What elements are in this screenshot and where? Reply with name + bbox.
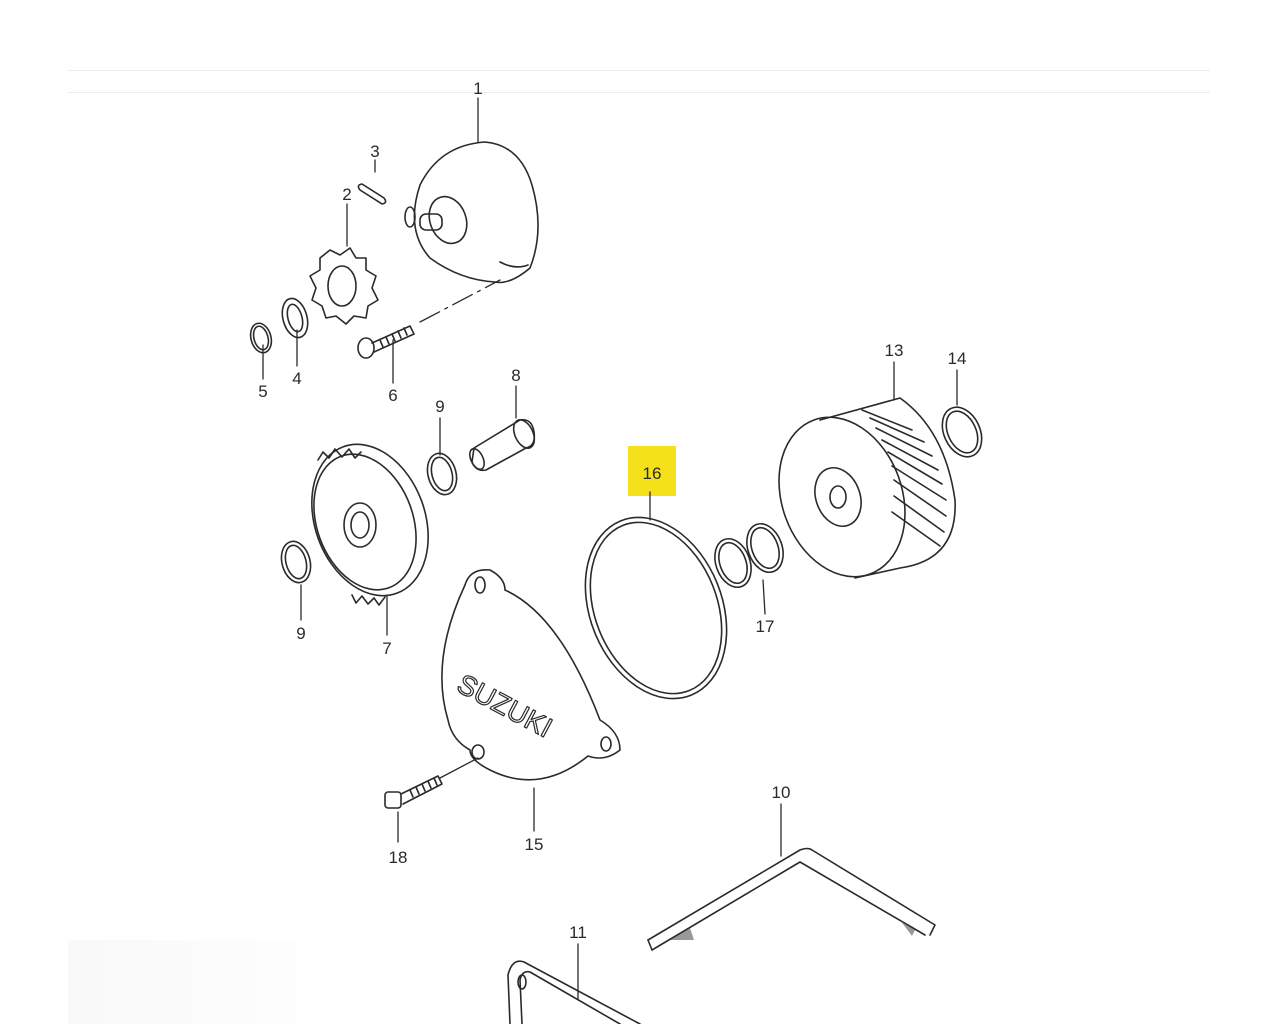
part-5-circlip [249, 322, 273, 354]
part-11-bracket [507, 960, 641, 1024]
part-10-strainer [647, 847, 936, 951]
part-7-driven-gear [311, 443, 429, 606]
part-15-cover: SUZUKI [441, 568, 621, 781]
callout-6: 6 [388, 386, 398, 405]
second-divider [68, 92, 1210, 93]
callout-8: 8 [511, 366, 521, 385]
leader-lines [262, 97, 958, 1001]
part-4-washer [281, 297, 309, 339]
callout-13: 13 [884, 341, 904, 360]
part-13-oil-filter [778, 397, 956, 579]
callout-1: 1 [473, 79, 483, 98]
callout-17: 17 [755, 617, 775, 636]
callout-5: 5 [258, 382, 268, 401]
top-divider [68, 70, 1210, 71]
part-9-ring-a [426, 452, 458, 496]
part-18-bolt [384, 775, 443, 809]
part-16-o-ring [584, 516, 728, 700]
callout-15: 15 [524, 835, 544, 854]
callout-18: 18 [388, 848, 408, 867]
part-6-screw [357, 325, 415, 359]
callout-11: 11 [569, 923, 587, 942]
callout-9a: 9 [435, 397, 445, 416]
part-9-ring-b [280, 540, 312, 584]
bottom-left-shade [68, 940, 368, 1024]
callout-7: 7 [382, 639, 392, 658]
callout-16: 16 [642, 464, 662, 483]
part-14-ring [941, 406, 983, 458]
part-2-gear [309, 247, 379, 325]
part-1-pump-body [404, 141, 539, 284]
callout-10: 10 [771, 783, 791, 802]
part-17-rings [714, 522, 784, 589]
svg-text:SUZUKI: SUZUKI [452, 668, 557, 744]
callout-4: 4 [292, 369, 302, 388]
callout-2: 2 [342, 185, 352, 204]
callout-14: 14 [947, 349, 967, 368]
part-3-pin [357, 183, 387, 205]
callout-9b: 9 [296, 624, 306, 643]
highlight-part-16 [628, 446, 676, 496]
callout-3: 3 [370, 142, 380, 161]
part-8-shaft [469, 418, 536, 472]
